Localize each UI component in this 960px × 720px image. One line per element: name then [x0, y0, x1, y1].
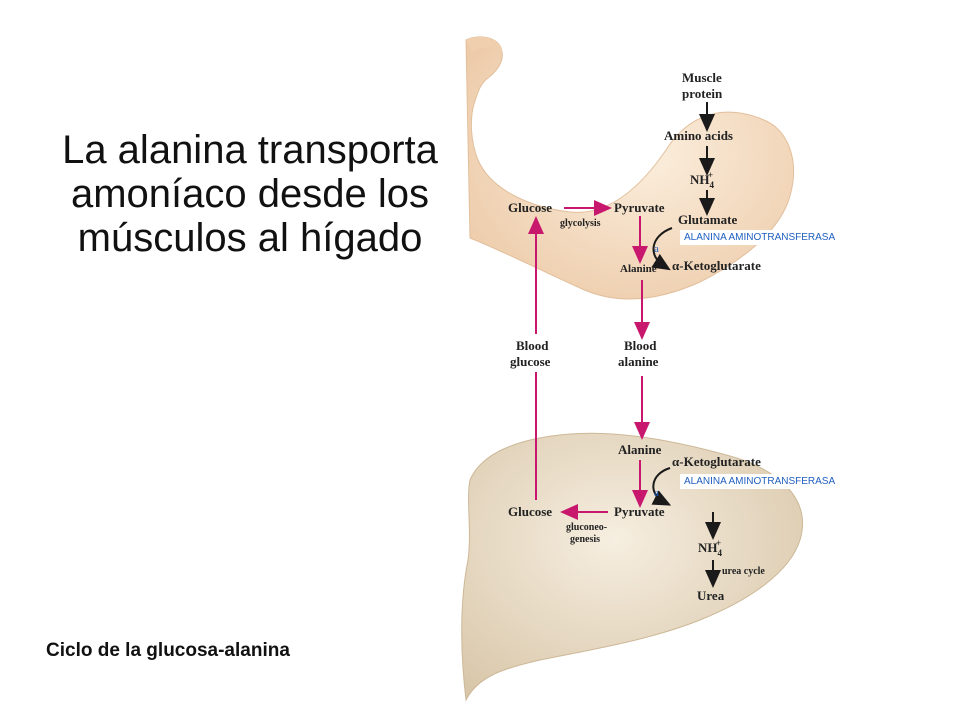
blood-alanine-label-1: Blood [624, 338, 657, 353]
muscle-protein-label-2: protein [682, 86, 723, 101]
gluconeogenesis-label-2: genesis [570, 534, 600, 545]
enzyme-label-muscle: ALANINA AMINOTRANSFERASA [680, 230, 840, 245]
blood-alanine-label-2: alanine [618, 354, 659, 369]
amino-acids-label: Amino acids [664, 128, 733, 143]
blood-glucose-label-2: glucose [510, 354, 551, 369]
diagram-caption: Ciclo de la glucosa-alanina [46, 640, 290, 661]
enzyme-marker-muscle: a [654, 243, 659, 255]
glycolysis-label: glycolysis [560, 218, 601, 229]
slide-title: La alanina transporta amoníaco desde los… [62, 128, 438, 260]
enzyme-label-liver: ALANINA AMINOTRANSFERASA [680, 474, 840, 489]
urea-label: Urea [697, 588, 725, 603]
muscle-protein-label-1: Muscle [682, 70, 722, 85]
nh4-muscle-label: NH4+ [690, 170, 715, 190]
alanine-muscle-label: Alanine [620, 263, 657, 275]
pyruvate-liver-label: Pyruvate [614, 504, 665, 519]
nh4-liver-label: NH4+ [698, 538, 723, 558]
liver-illustration [461, 432, 803, 702]
urea-cycle-label: urea cycle [722, 566, 765, 577]
alpha-kg-liver-label: α-Ketoglutarate [672, 454, 761, 469]
alanine-liver-label: Alanine [618, 442, 662, 457]
blood-glucose-label-1: Blood [516, 338, 549, 353]
gluconeogenesis-label-1: gluconeo- [566, 522, 607, 533]
enzyme-marker-liver: a [654, 487, 659, 499]
glutamate-label: Glutamate [678, 212, 737, 227]
glucose-liver-label: Glucose [508, 504, 552, 519]
pyruvate-muscle-label: Pyruvate [614, 200, 665, 215]
alpha-kg-muscle-label: α-Ketoglutarate [672, 258, 761, 273]
glucose-muscle-label: Glucose [508, 200, 552, 215]
